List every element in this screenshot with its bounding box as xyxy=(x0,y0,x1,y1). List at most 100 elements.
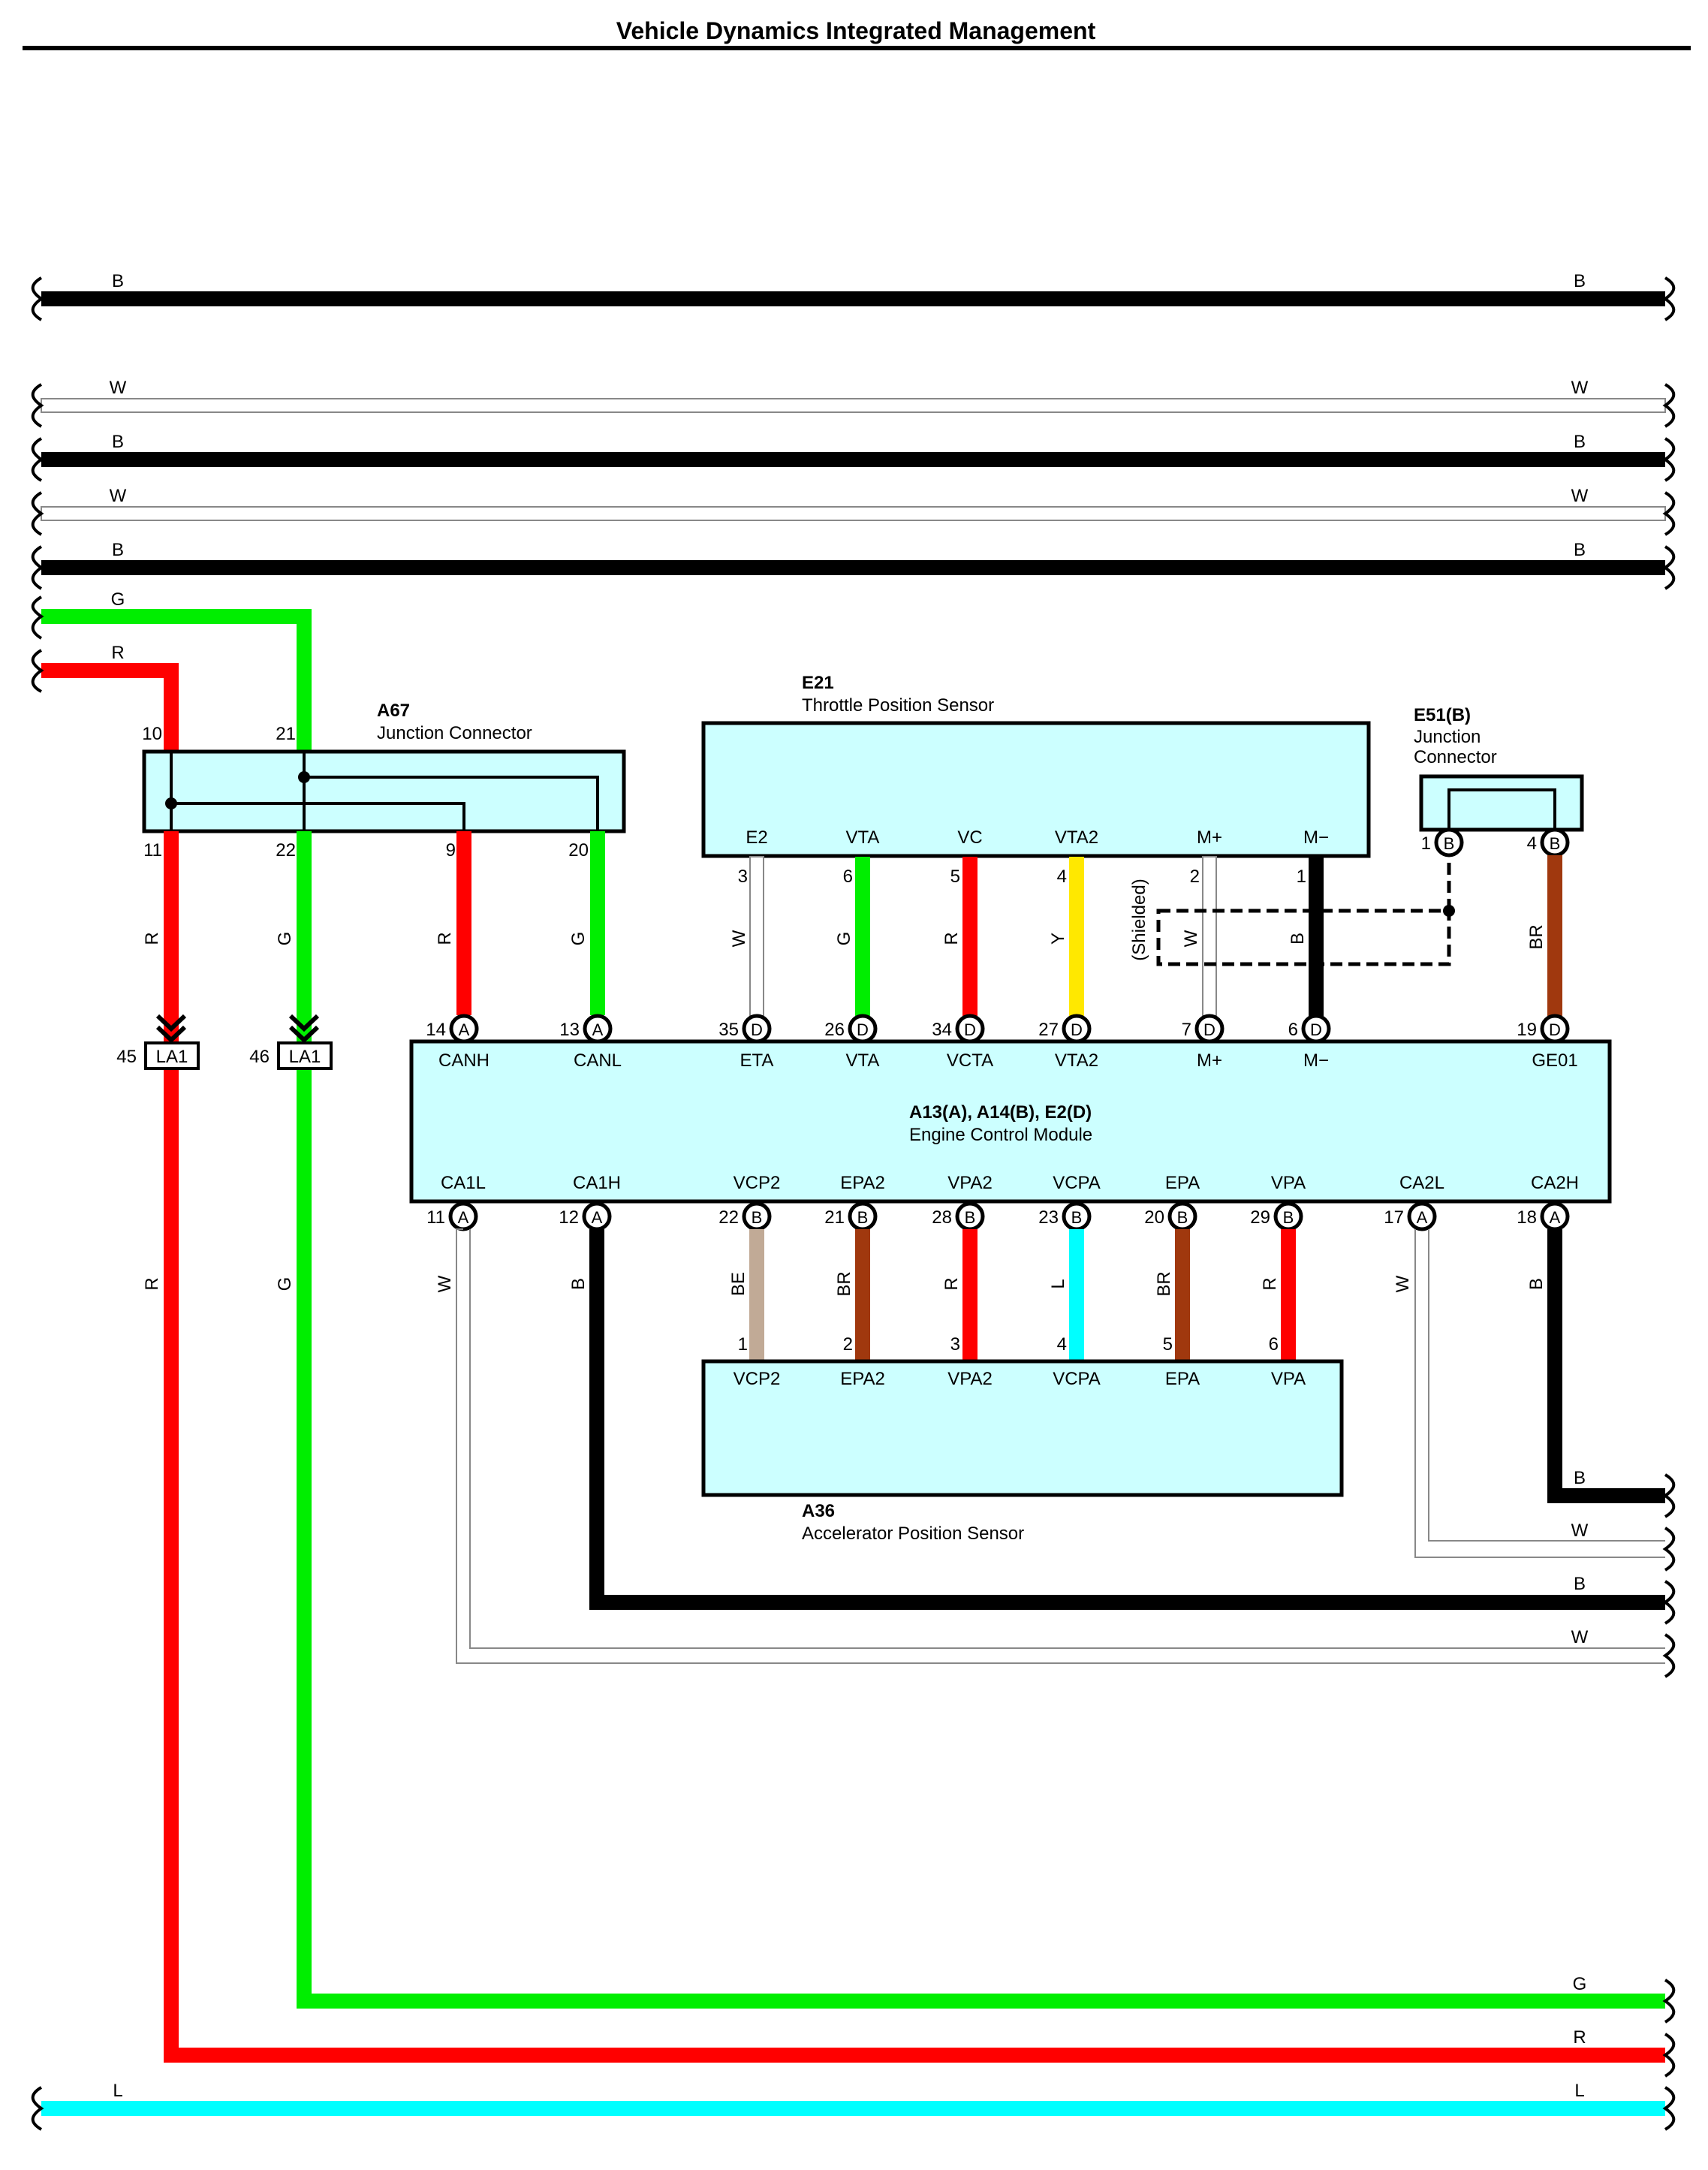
ecm-bottom-terminal-9-pin: 18 xyxy=(1517,1207,1537,1228)
a36-pin-vcp2: VCP2 xyxy=(734,1369,781,1389)
ecm-bottom-terminal-1-conn: A xyxy=(592,1208,603,1227)
break-mark-g xyxy=(31,595,44,640)
a36-pinno-3: 3 xyxy=(950,1334,960,1355)
ecm-top-terminal-5-conn: D xyxy=(1071,1020,1083,1039)
right-label-b2: B xyxy=(1574,1574,1586,1594)
a67-junction-connector: A67 Junction Connector 10 21 11 22 9 20 xyxy=(142,701,626,860)
ecm-top-label-3: VTA xyxy=(846,1050,880,1071)
a36-pin-vpa2: VPA2 xyxy=(947,1369,993,1389)
right-label-b1: B xyxy=(1574,1468,1586,1488)
right-break-5 xyxy=(1662,2033,1676,2078)
a67-pin-9: 9 xyxy=(446,840,456,860)
wire-label-epa2: BR xyxy=(834,1271,854,1296)
bus-break-left-2 xyxy=(31,437,44,482)
a36-accelerator-position-sensor: A36 Accelerator Position Sensor VCP2 EPA… xyxy=(701,1334,1344,1544)
ecm-top-terminal-2-circle xyxy=(742,1014,772,1044)
e21-id: E21 xyxy=(802,673,834,693)
la1-label-2: LA1 xyxy=(289,1047,321,1067)
e51-terminal-1 xyxy=(1434,827,1464,857)
wire-e2-w xyxy=(749,856,764,1017)
wire-label-vcpa: L xyxy=(1048,1279,1068,1288)
e51-junction-connector: E51(B) Junction Connector B B 1 4 BR xyxy=(1414,705,1584,1016)
ecm-top-terminal-3-pin: 26 xyxy=(824,1020,845,1040)
e21-pin-e2: E2 xyxy=(746,827,767,848)
shield-dashed-box xyxy=(1156,909,1451,966)
e21-pinno-1: 1 xyxy=(1297,866,1306,887)
label-a67-r2: R xyxy=(435,932,455,945)
e21-pinno-5: 5 xyxy=(950,866,960,887)
la1-arrow-1a xyxy=(155,1014,187,1032)
ecm-bottom-terminal-3-pin: 21 xyxy=(824,1207,845,1228)
ecm-bottom-label-5: VCPA xyxy=(1053,1173,1101,1193)
label-lower-g: G xyxy=(275,1277,295,1291)
ecm-top-terminal-0-conn: A xyxy=(459,1020,470,1039)
bus-break-right-1 xyxy=(1662,383,1676,428)
ecm-bottom-terminal-4-pin: 28 xyxy=(932,1207,952,1228)
label-a67-g2: G xyxy=(568,932,589,946)
bus-label-left-2: B xyxy=(112,432,124,452)
ecm-bottom-label-6: EPA xyxy=(1165,1173,1200,1193)
ecm-top-terminal-7-circle xyxy=(1301,1014,1331,1044)
ecm-box xyxy=(409,1039,1612,1204)
ecm-top-terminal-8-conn: D xyxy=(1549,1020,1561,1039)
ecm-top-terminal-3-circle xyxy=(848,1014,878,1044)
shield-splice-dot xyxy=(1443,905,1455,917)
a36-pinno-6: 6 xyxy=(1269,1334,1279,1355)
bus-break-right-4 xyxy=(1662,545,1676,590)
break-mark-r xyxy=(31,649,44,693)
break-mark-l-right xyxy=(1662,2086,1676,2131)
a67-pin-11: 11 xyxy=(143,840,162,860)
ecm-bottom-label-4: VPA2 xyxy=(947,1173,993,1193)
ecm-bottom-terminal-5-pin: 23 xyxy=(1038,1207,1059,1228)
wire-ca1l-w-outer xyxy=(456,1228,1665,1664)
la1-box-2 xyxy=(277,1041,333,1070)
e51-terminal-1-conn: B xyxy=(1444,834,1455,853)
a67-pin-10: 10 xyxy=(142,724,162,744)
ecm-bottom-terminal-1-pin: 12 xyxy=(559,1207,579,1228)
label-lower-r: R xyxy=(142,1277,162,1290)
bottom-l-wire: L L xyxy=(31,2081,1676,2131)
e51-terminal-4-conn: B xyxy=(1550,834,1561,853)
e21-pinno-2: 2 xyxy=(1190,866,1200,887)
a36-name: Accelerator Position Sensor xyxy=(802,1524,1024,1544)
ecm-id: A13(A), A14(B), E2(D) xyxy=(909,1102,1092,1123)
wire-label-mminus: B xyxy=(1288,933,1308,945)
wire-g-long xyxy=(297,831,1665,2009)
ecm-bottom-terminal-6-conn: B xyxy=(1177,1208,1188,1227)
wire-ca2h-b xyxy=(1547,1229,1665,1503)
bus-break-right-3 xyxy=(1662,491,1676,536)
wire-ca1l-w-inner xyxy=(469,1229,1665,1649)
e21-pinno-6: 6 xyxy=(843,866,853,887)
ecm-bottom-terminal-0-conn: A xyxy=(458,1208,469,1227)
ecm-bottom-label-2: VCP2 xyxy=(734,1173,781,1193)
wire-g-feed xyxy=(41,609,312,753)
break-mark-l-left xyxy=(31,2086,44,2131)
a36-pin-epa: EPA xyxy=(1165,1369,1200,1389)
ecm-top-label-7: M− xyxy=(1303,1050,1329,1071)
a67-output-wires: R G R G R G xyxy=(142,831,1665,2063)
a36-pinno-4: 4 xyxy=(1057,1334,1067,1355)
la1-pin-45: 45 xyxy=(116,1047,137,1067)
e51-id: E51(B) xyxy=(1414,705,1471,725)
e51-name-2: Connector xyxy=(1414,747,1497,767)
ecm-top-terminal-4-conn: D xyxy=(964,1020,976,1039)
wire-label-ca1h: B xyxy=(568,1278,589,1290)
ecm-top-label-4: VCTA xyxy=(947,1050,993,1071)
right-break-marks xyxy=(1662,1473,1676,2078)
bus-break-right-0 xyxy=(1662,276,1676,321)
ecm-top-terminal-0-circle xyxy=(449,1014,479,1044)
ecm-top-terminal-3-conn: D xyxy=(857,1020,869,1039)
bus-label-left-0: B xyxy=(112,271,124,291)
la1-box-1 xyxy=(144,1041,200,1070)
ecm-top-terminal-2-pin: 35 xyxy=(718,1020,739,1040)
wire-ca2l-w-inner xyxy=(1428,1229,1665,1542)
ecm-top-label-6: M+ xyxy=(1197,1050,1222,1071)
ecm-top-label-5: VTA2 xyxy=(1055,1050,1098,1071)
right-break-4 xyxy=(1662,1979,1676,2024)
left-feed-wires: G R xyxy=(31,589,312,753)
ecm-bottom-label-8: CA2L xyxy=(1399,1173,1444,1193)
ecm-bottom-label-0: CA1L xyxy=(441,1173,486,1193)
